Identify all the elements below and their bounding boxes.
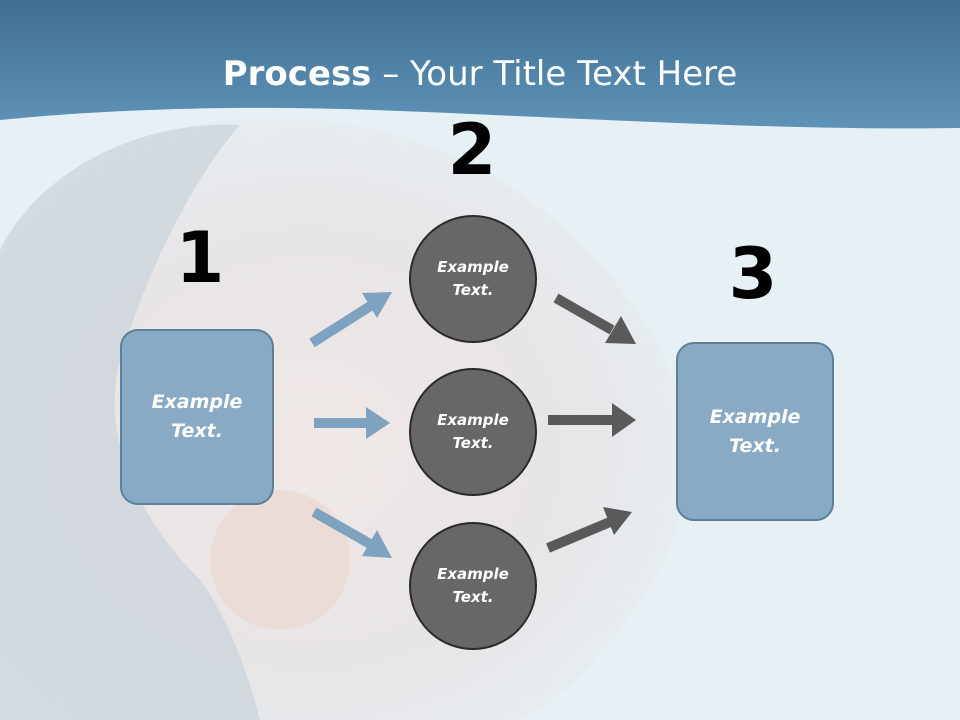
step-2-circle-middle: Example Text.: [409, 368, 537, 496]
title-rest: – Your Title Text Here: [371, 54, 738, 94]
arrow-top-to-3: [553, 293, 636, 344]
arrow-1-to-middle: [314, 407, 390, 439]
title-bold: Process: [222, 54, 372, 94]
step-3-text: Example Text.: [709, 405, 801, 457]
step-number-1: 1: [175, 217, 225, 299]
step-number-3: 3: [728, 233, 778, 315]
step-2-circle-bottom: Example Text.: [409, 522, 537, 650]
arrow-bottom-to-3: [546, 507, 632, 553]
step-2-circle-top: Example Text.: [409, 215, 537, 343]
arrow-1-to-top: [309, 292, 392, 348]
slide-title: Process – Your Title Text Here: [0, 52, 960, 96]
step-number-2: 2: [447, 109, 497, 191]
circle-bottom-text: Example Text.: [437, 565, 509, 606]
step-1-text: Example Text.: [151, 391, 243, 442]
step-1-box: Example Text.: [120, 329, 274, 505]
circle-top-text: Example Text.: [437, 258, 509, 299]
circle-middle-text: Example Text.: [437, 411, 509, 452]
arrow-1-to-bottom: [311, 507, 392, 558]
step-3-box: Example Text.: [676, 342, 834, 521]
arrow-middle-to-3: [548, 403, 636, 437]
